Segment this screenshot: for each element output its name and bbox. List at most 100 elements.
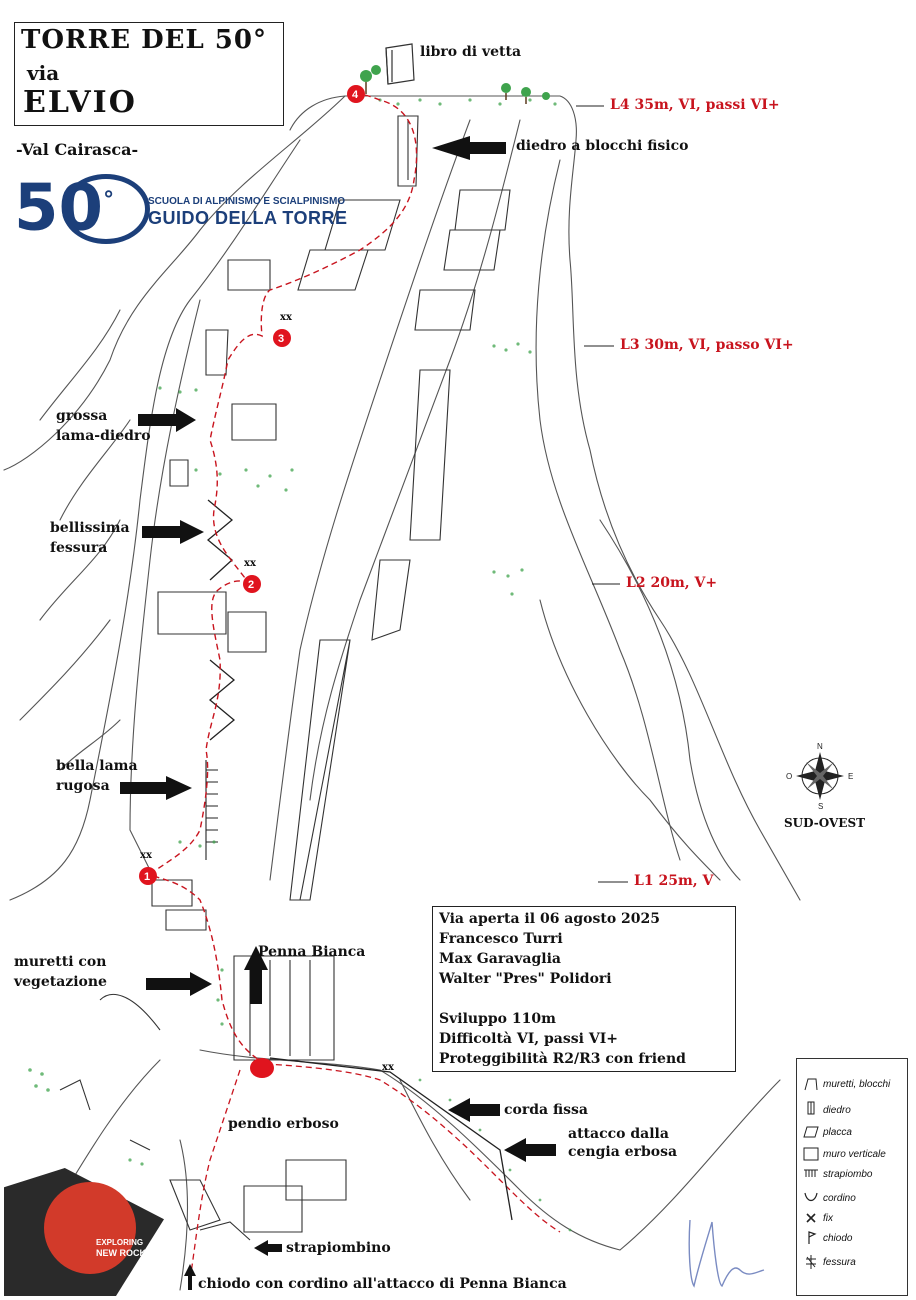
- fessura-l1: [208, 659, 236, 741]
- compass-o: O: [786, 772, 793, 781]
- legend-box: muretti, blocchi diedro placca muro vert…: [796, 1058, 908, 1296]
- feature-muro-l1-2: [165, 909, 207, 931]
- right-face: [535, 159, 681, 861]
- badge-line2: NEW ROCKS: [96, 1248, 152, 1258]
- fixed-rope: [269, 1057, 513, 1221]
- fix-mark-l1: xx: [140, 850, 152, 861]
- pitch-l3-label: L3 30m, VI, passo VI+: [620, 337, 794, 353]
- feature-l3-flake: [409, 369, 451, 541]
- info-climber-1: Francesco Turri: [439, 931, 563, 947]
- annotation-cengia-erbosa: cengia erbosa: [568, 1144, 678, 1160]
- start-point: [250, 1058, 274, 1078]
- arrow-lama-rugosa: [120, 776, 192, 800]
- approach-line-2: [189, 1069, 241, 1281]
- arrow-fessura: [142, 520, 204, 544]
- annotation-grossa: grossa: [56, 408, 108, 424]
- center-fault-2: [309, 119, 521, 801]
- arrow-diedro: [432, 136, 506, 160]
- belay-stations: [139, 85, 365, 1078]
- belay-number-1: 1: [144, 871, 150, 883]
- feature-lower-blocks: [169, 1179, 251, 1241]
- approach-line: [265, 1063, 561, 1233]
- info-climber-2: Max Garavaglia: [439, 951, 561, 967]
- annotation-corda-fissa: corda fissa: [504, 1102, 588, 1118]
- feature-muro-3: [157, 591, 227, 635]
- arrow-attacco: [504, 1138, 556, 1162]
- lower-ridge: [179, 1139, 189, 1291]
- school-logo: 50°: [14, 172, 150, 244]
- title-via: via: [27, 61, 60, 85]
- route-info-box: Via aperta il 06 agosto 2025 Francesco T…: [432, 906, 736, 1072]
- arrows: [120, 136, 556, 1290]
- pitch-l4-label: L4 35m, VI, passi VI+: [610, 97, 780, 113]
- compass-n: N: [817, 742, 823, 751]
- annotation-penna-bianca: Penna Bianca: [258, 944, 366, 960]
- annotation-strapiombino: strapiombino: [286, 1240, 391, 1256]
- annotation-bella-lama: bella lama: [56, 758, 138, 774]
- strapiombo-icon: [804, 1169, 818, 1177]
- info-climber-3: Walter "Pres" Polidori: [439, 971, 612, 987]
- belay-number-2: 2: [248, 579, 254, 591]
- muro-icon: [803, 1147, 819, 1161]
- center-fault: [269, 119, 471, 881]
- feature-placca-1: [324, 199, 401, 251]
- left-outline: [3, 95, 346, 471]
- belay-4: [347, 85, 365, 103]
- annotation-attacco: attacco dalla: [568, 1126, 669, 1142]
- feature-muro-l1-1: [151, 879, 193, 907]
- arrow-chiodo: [184, 1264, 196, 1290]
- feature-l2-flake: [371, 559, 411, 641]
- fix-mark-l2: xx: [244, 558, 256, 569]
- feature-diedro-l4: [397, 115, 419, 187]
- feature-block-base-1: [285, 1159, 347, 1201]
- pitch-l2-label: L2 20m, V+: [626, 575, 718, 591]
- annotation-pendio-erboso: pendio erboso: [228, 1116, 339, 1132]
- diedro-icon: [807, 1101, 815, 1115]
- left-fissures: [19, 309, 131, 771]
- badge-line1: EXPLORING: [96, 1238, 144, 1247]
- feature-placca-5: [414, 289, 476, 331]
- belay-2: [243, 575, 261, 593]
- compass-s: S: [818, 802, 824, 811]
- title-tower: TORRE DEL 50°: [21, 25, 267, 55]
- left-face-line: [129, 299, 201, 871]
- annotation-bellissima: bellissima: [50, 520, 130, 536]
- title-box: TORRE DEL 50° via ELVIO: [14, 22, 284, 126]
- fix-mark-base: xx: [382, 1062, 394, 1073]
- annotation-muretti: muretti con: [14, 954, 107, 970]
- placca-icon: [803, 1126, 819, 1138]
- legend-muro: muro verticale: [823, 1149, 886, 1160]
- summit-trees: [360, 65, 550, 100]
- info-opened: Via aperta il 06 agosto 2025: [439, 911, 661, 927]
- arrow-strapiombino: [254, 1240, 282, 1256]
- feature-muretti-base: [59, 993, 161, 1151]
- feature-block-base-2: [243, 1185, 303, 1233]
- feature-placca-4: [443, 229, 501, 271]
- feature-placca-2: [297, 249, 369, 291]
- compass-e: E: [848, 772, 854, 781]
- arrow-corda-fissa: [448, 1098, 500, 1122]
- logo-circle-icon: [62, 174, 150, 244]
- legend-placca: placca: [823, 1127, 852, 1138]
- muretti-icon: [804, 1078, 818, 1091]
- legend-strapiombo: strapiombo: [823, 1169, 873, 1180]
- valley-name: -Val Cairasca-: [16, 140, 139, 159]
- legend-muretti: muretti, blocchi: [823, 1079, 891, 1090]
- fix-icon: [806, 1213, 816, 1223]
- annotation-vegetazione: vegetazione: [14, 974, 107, 990]
- arrow-muretti: [146, 972, 212, 996]
- arrow-penna-bianca: [244, 946, 268, 1004]
- feature-placca-3: [454, 189, 511, 231]
- exploring-badge: EXPLORING NEW ROCKS: [4, 1168, 164, 1296]
- vegetation: [28, 98, 572, 1232]
- chiodo-icon: [808, 1231, 817, 1244]
- route-line: [148, 93, 418, 1065]
- info-protection: Proteggibilità R2/R3 con friend: [439, 1051, 686, 1067]
- libro-di-vetta-icon: [385, 43, 415, 85]
- belay-number-4: 4: [352, 89, 359, 101]
- summit-ridge: [289, 95, 801, 901]
- left-outline-2: [9, 139, 301, 901]
- right-face-3: [539, 599, 721, 881]
- belay-1: [139, 867, 157, 885]
- legend-diedro: diedro: [823, 1105, 851, 1116]
